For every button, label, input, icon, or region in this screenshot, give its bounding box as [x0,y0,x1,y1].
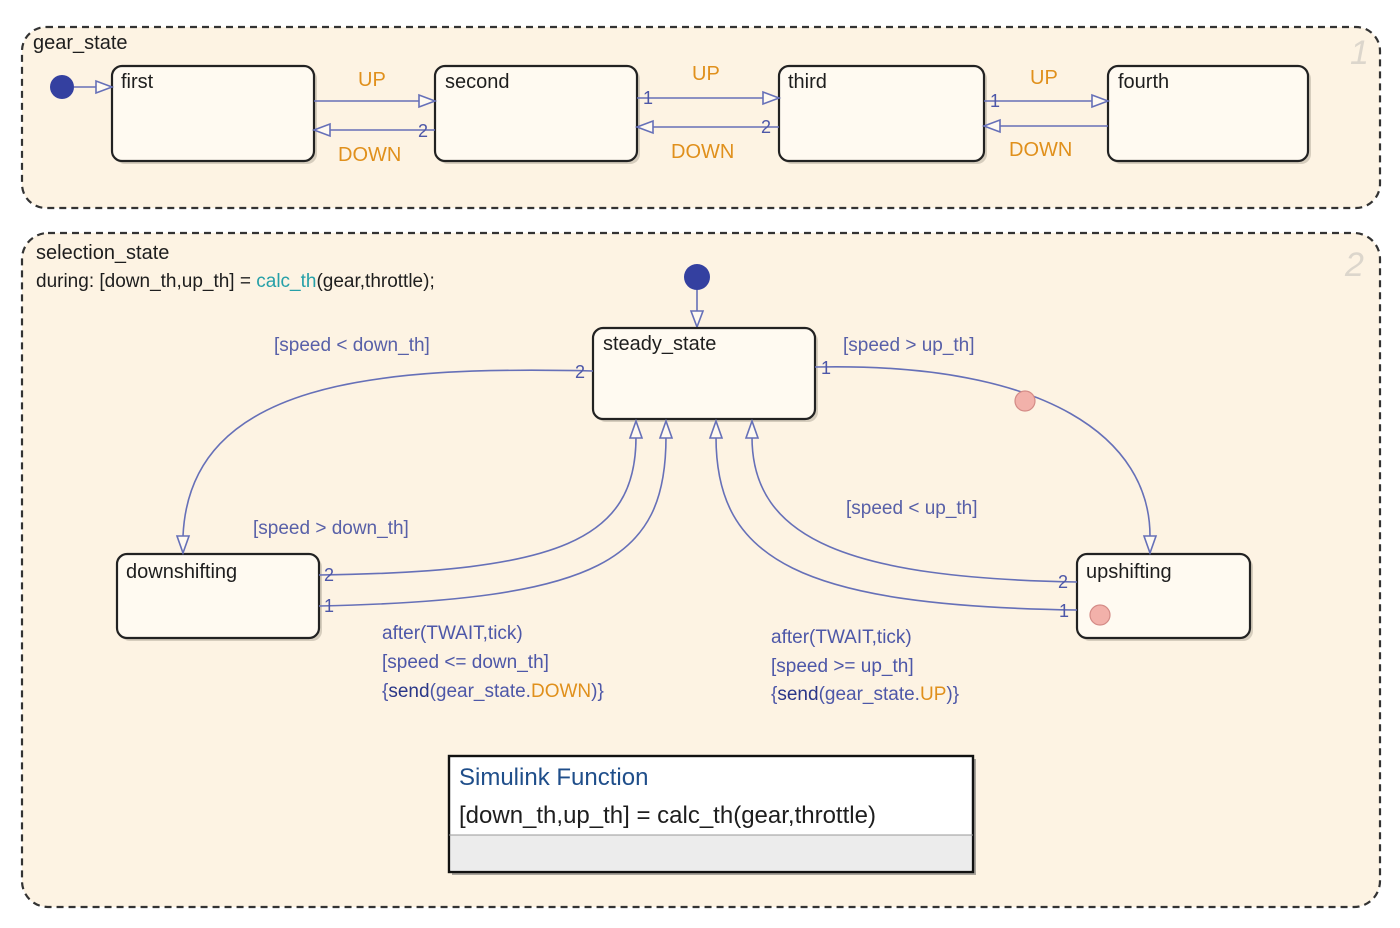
state-first-label: first [121,71,154,93]
event-down-label: DOWN [1009,139,1072,161]
event-up-label: UP [920,684,946,705]
event-down-label: DOWN [531,681,591,702]
transition-order: 2 [418,121,428,141]
transition-second-to-third[interactable]: 1 UP [637,63,782,108]
arrowhead-icon [708,418,724,439]
transition-second-to-first[interactable]: 2 DOWN [311,121,435,166]
arrowhead-icon [175,535,191,556]
transition-downshifting-to-steady-1[interactable]: 1 after(TWAIT,tick) [speed <= down_th] {… [318,418,674,702]
breakpoint-icon[interactable] [1014,390,1036,412]
selection-state-order: 2 [1344,246,1364,284]
selection-state-during-action: during: [down_th,up_th] = calc_th(gear,t… [36,271,435,292]
default-transition-dot [50,75,74,99]
send-keyword: send [388,681,429,702]
up-after-label: after(TWAIT,tick) [771,627,912,648]
arrowhead-icon [95,79,115,95]
arrowhead-icon [1142,535,1158,556]
arrowhead-icon [311,122,331,138]
breakpoint-icon[interactable] [1089,604,1111,626]
arrowhead-icon [628,418,644,439]
transition-downshifting-to-steady-2[interactable]: 2 [speed > down_th] [253,418,644,585]
state-second-label: second [445,71,510,93]
down-condition-label: [speed <= down_th] [382,652,549,673]
state-third-label: third [788,71,827,93]
transition-upshifting-to-steady-1[interactable]: 1 after(TWAIT,tick) [speed >= up_th] {se… [708,418,1078,705]
during-suffix: (gear,throttle); [316,271,434,292]
state-fourth[interactable]: fourth [1106,64,1311,164]
simulink-function-signature: [down_th,up_th] = calc_th(gear,throttle) [459,802,876,829]
simulink-function-title: Simulink Function [459,764,648,791]
send-keyword: send [777,684,818,705]
arrowhead-icon [762,90,782,106]
condition-label: [speed < down_th] [274,335,430,356]
event-up-label: UP [692,63,720,85]
condition-label: [speed > down_th] [253,518,409,539]
condition-label: [speed < up_th] [846,498,978,519]
state-second[interactable]: second [433,64,640,164]
down-after-label: after(TWAIT,tick) [382,623,523,644]
down-send-action: {send(gear_state.DOWN)} [382,681,604,702]
transition-order: 1 [821,358,831,378]
arrowhead-icon [658,418,674,439]
state-third[interactable]: third [777,64,987,164]
during-function-name: calc_th [256,271,316,292]
transition-upshifting-to-steady-2[interactable]: 2 [speed < up_th] [744,418,1078,592]
default-transition-dot [684,264,710,290]
transition-third-to-fourth[interactable]: 1 UP [984,67,1111,111]
state-downshifting-label: downshifting [126,561,237,583]
arrowhead-icon [981,118,1001,134]
state-fourth-label: fourth [1118,71,1169,93]
transition-steady-to-downshifting[interactable]: 2 [speed < down_th] [175,335,594,556]
arrowhead-icon [744,418,760,439]
state-upshifting[interactable]: upshifting [1075,552,1253,641]
gear-default-transition[interactable] [50,75,115,99]
arrowhead-icon [634,119,654,135]
event-up-label: UP [358,69,386,91]
transition-order: 2 [575,362,585,382]
arrowhead-icon [418,93,438,109]
up-send-action: {send(gear_state.UP)} [771,684,959,705]
selection-state-label: selection_state [36,242,169,264]
state-steady[interactable]: steady_state [591,326,818,422]
transition-order: 1 [1059,601,1069,621]
transition-steady-to-upshifting[interactable]: 1 [speed > up_th] [814,335,1158,556]
state-steady-label: steady_state [603,333,716,355]
transition-order: 1 [324,596,334,616]
transition-order: 1 [643,88,653,108]
selection-default-transition[interactable] [684,264,710,330]
transition-fourth-to-third[interactable]: DOWN [981,118,1108,161]
selection-state-parallel[interactable]: selection_state during: [down_th,up_th] … [20,231,1382,909]
gear-state-parallel[interactable]: gear_state 1 [20,25,1382,210]
simulink-function-block[interactable]: Simulink Function [down_th,up_th] = calc… [447,754,976,875]
transition-order: 2 [324,565,334,585]
during-prefix: during: [down_th,up_th] = [36,271,256,292]
gear-state-order: 1 [1350,34,1369,72]
condition-label: [speed > up_th] [843,335,975,356]
transition-third-to-second[interactable]: 2 DOWN [634,117,779,163]
arrowhead-icon [689,310,705,330]
up-condition-label: [speed >= up_th] [771,656,914,677]
state-first[interactable]: first [110,64,317,164]
transition-order: 1 [990,91,1000,111]
transition-order: 2 [1058,572,1068,592]
event-down-label: DOWN [338,144,401,166]
event-down-label: DOWN [671,141,734,163]
gear-state-label: gear_state [33,32,128,54]
state-upshifting-label: upshifting [1086,561,1172,583]
transition-first-to-second[interactable]: UP [314,69,438,109]
event-up-label: UP [1030,67,1058,89]
state-downshifting[interactable]: downshifting [115,552,322,641]
arrowhead-icon [1091,93,1111,109]
transition-order: 2 [761,117,771,137]
